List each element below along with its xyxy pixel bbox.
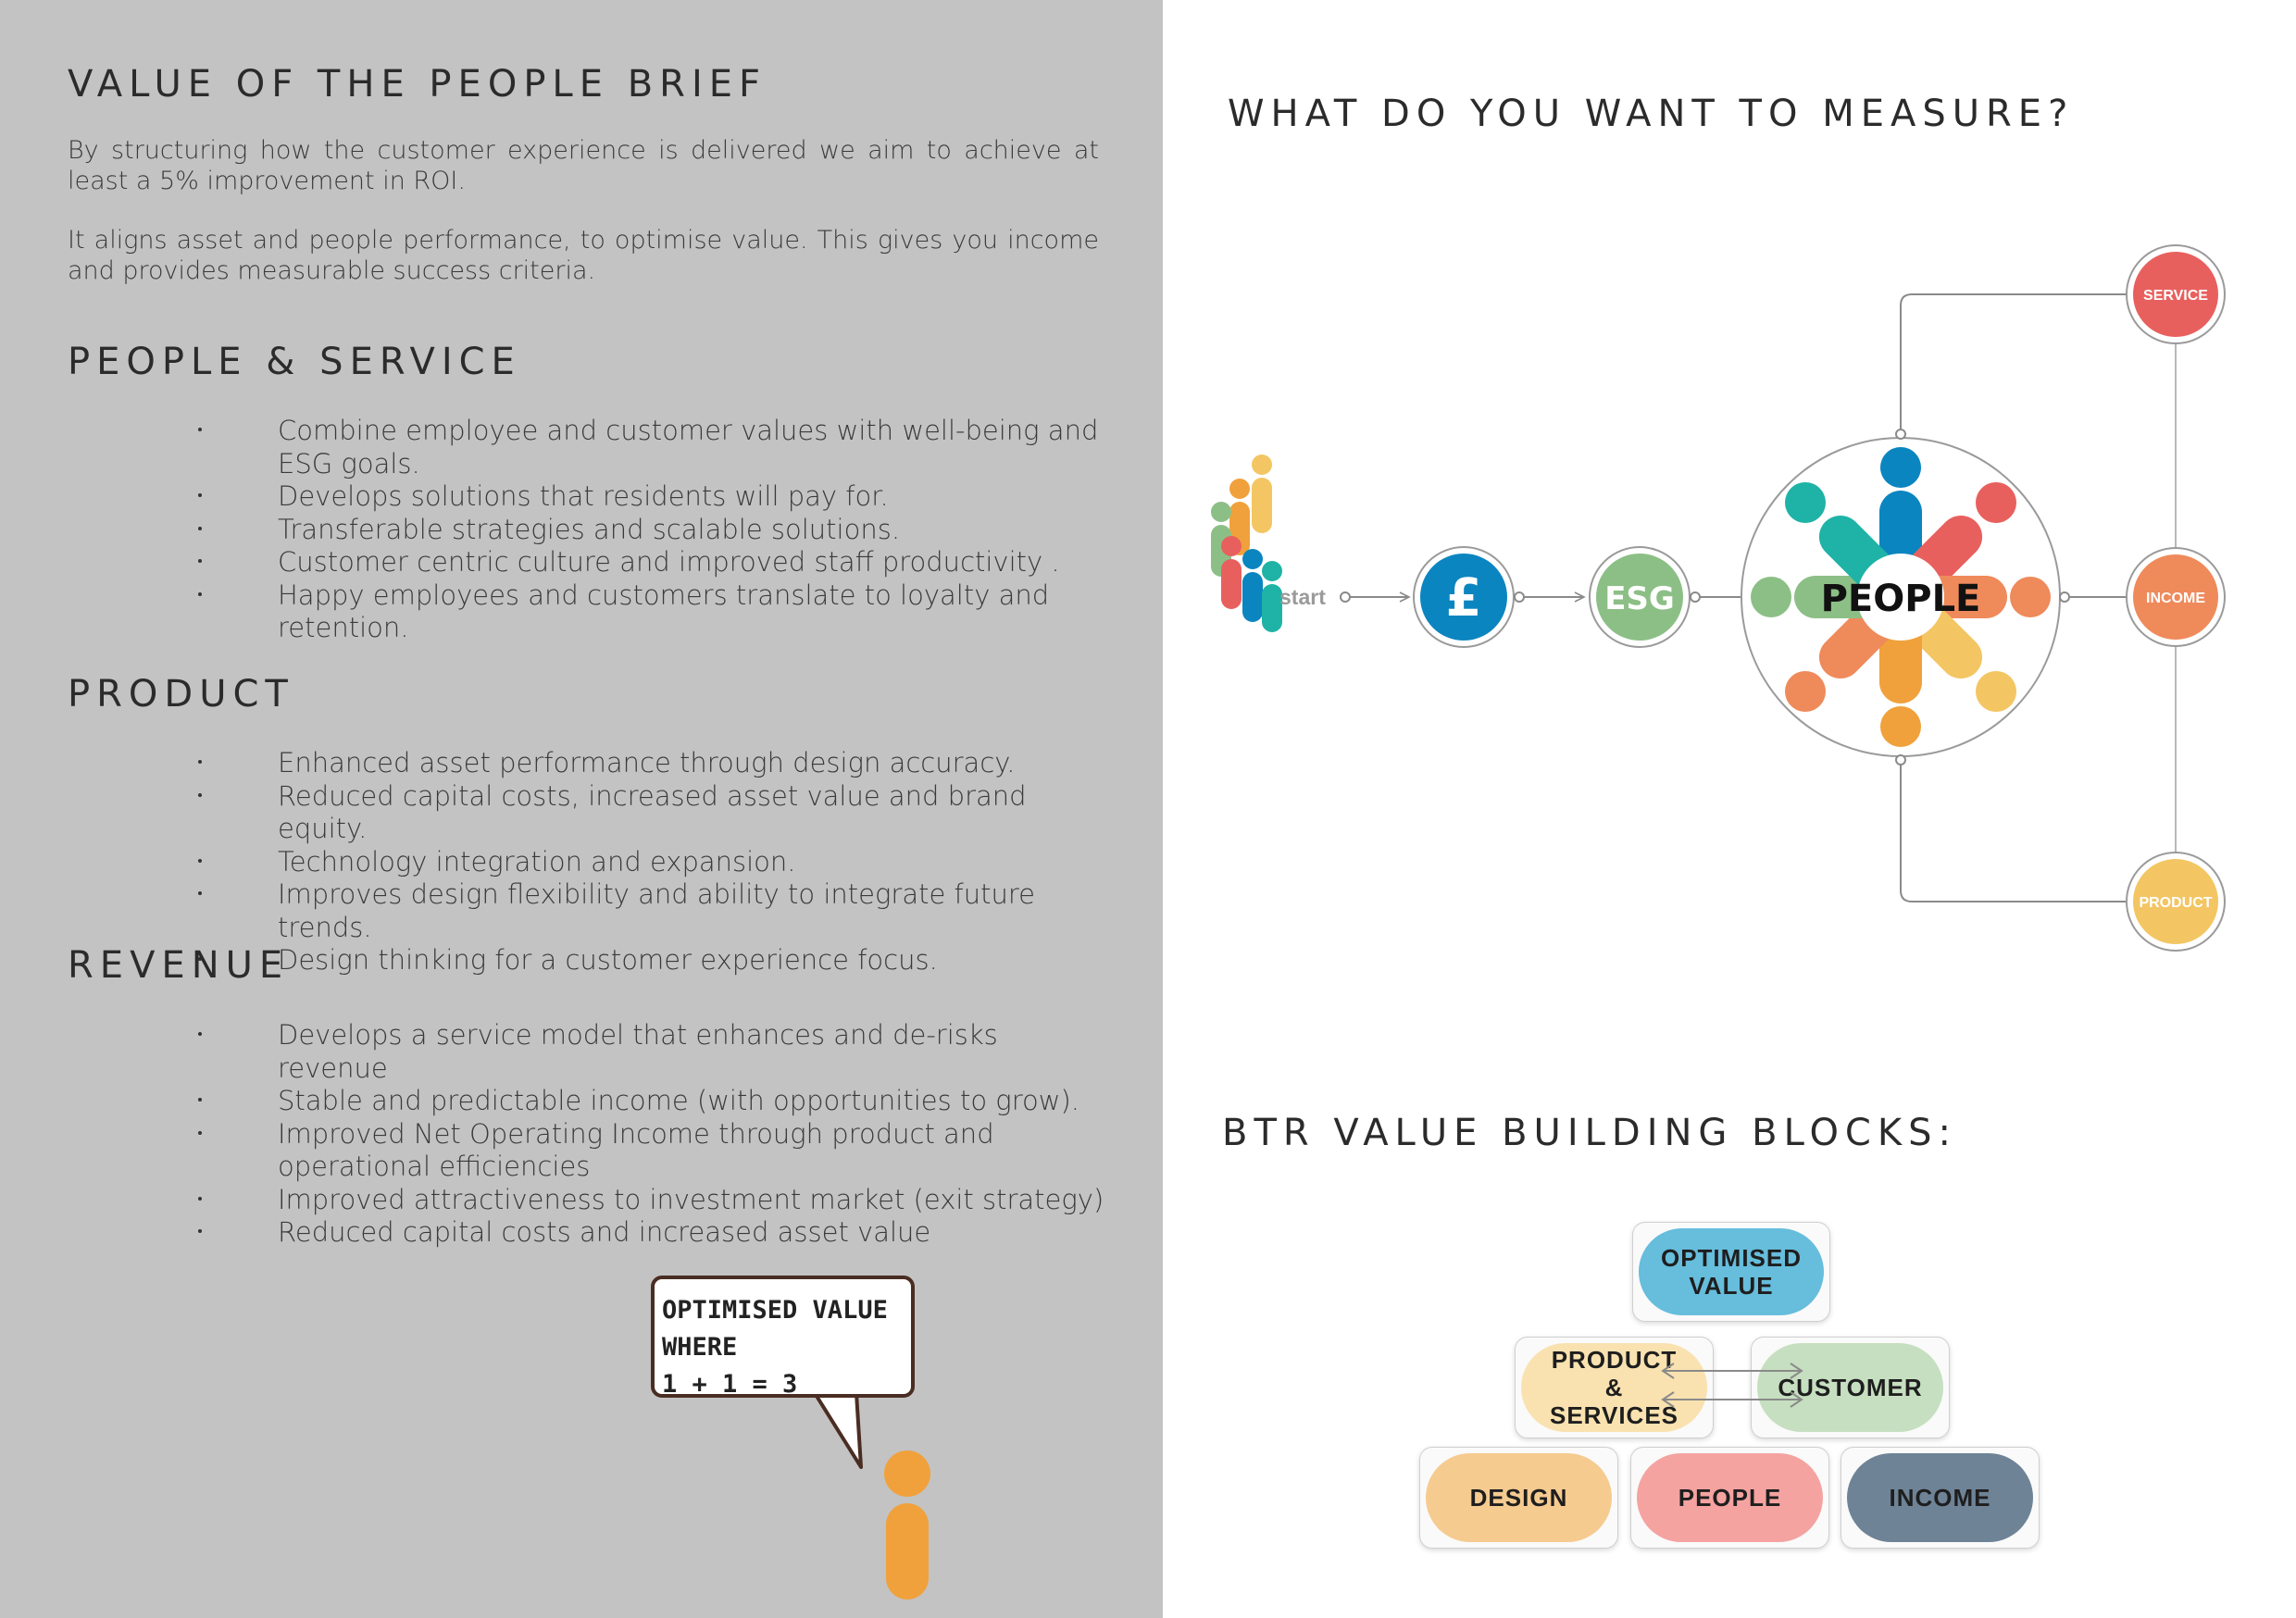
list-item: Enhanced asset performance through desig…: [0, 747, 1148, 780]
people-label: PEOPLE: [1821, 578, 1981, 620]
product-services-label: PRODUCT & SERVICES: [1521, 1343, 1707, 1432]
optimised-value-label: OPTIMISED VALUE: [1639, 1228, 1824, 1315]
list-item: Stable and predictable income (with oppo…: [0, 1085, 1148, 1118]
bullet-icon: [198, 891, 202, 895]
bullet-icon: [198, 1130, 202, 1135]
people-group-icon: [1211, 454, 1282, 632]
people-block-label: PEOPLE: [1637, 1453, 1823, 1542]
block-customer: CUSTOMER: [1751, 1337, 1950, 1438]
bullet-icon: [198, 493, 202, 497]
bullet-icon: [198, 1196, 202, 1201]
service-label: SERVICE: [2143, 288, 2208, 304]
section-heading-revenue: REVENUE: [68, 944, 290, 987]
list-item: Transferable strategies and scalable sol…: [0, 514, 1148, 547]
intro-paragraph-2: It aligns asset and people performance, …: [68, 226, 1099, 285]
bullet-icon: [198, 1098, 202, 1101]
page-title: VALUE OF THE PEOPLE BRIEF: [68, 63, 767, 106]
speech-bubble-tail: [813, 1388, 930, 1599]
blocks-title: BTR VALUE BUILDING BLOCKS:: [1222, 1112, 1957, 1154]
product-icon: [2133, 859, 2218, 944]
bullet-icon: [198, 1229, 202, 1233]
list-item: Customer centric culture and improved st…: [0, 546, 1148, 579]
list-item: Happy employees and customers translate …: [0, 579, 1148, 645]
design-label: DESIGN: [1426, 1453, 1612, 1542]
list-item: Develops a service model that enhances a…: [0, 1019, 1148, 1085]
measure-flow-diagram: start £ ESG: [1211, 244, 2226, 952]
speech-bubble: OPTIMISED VALUE WHERE 1 + 1 = 3: [651, 1276, 915, 1399]
bubble-text: OPTIMISED VALUE WHERE 1 + 1 = 3: [662, 1296, 888, 1399]
start-label: start: [1279, 585, 1326, 609]
esg-icon: [1596, 554, 1683, 641]
list-item: Design thinking for a customer experienc…: [0, 944, 1148, 977]
measure-title: WHAT DO YOU WANT TO MEASURE?: [1228, 93, 2075, 135]
block-product-services: PRODUCT & SERVICES: [1515, 1337, 1714, 1438]
income-block-label: INCOME: [1847, 1453, 2033, 1542]
pound-icon: [1420, 554, 1507, 641]
list-item: Combine employee and customer values wit…: [0, 415, 1148, 480]
person-head-icon: [884, 1450, 930, 1497]
income-label: INCOME: [2146, 591, 2205, 606]
pound-label: £: [1446, 568, 1482, 629]
bullet-icon: [198, 1032, 202, 1036]
product-list: Enhanced asset performance through desig…: [0, 747, 1148, 977]
list-item: Improved attractiveness to investment ma…: [0, 1184, 1148, 1217]
people-service-list: Combine employee and customer values wit…: [0, 415, 1148, 645]
list-item: Reduced capital costs and increased asse…: [0, 1216, 1148, 1250]
block-income: INCOME: [1841, 1447, 2040, 1549]
intro-paragraph-1: By structuring how the customer experien…: [68, 136, 1099, 195]
bullet-icon: [198, 957, 202, 961]
bullet-icon: [198, 792, 202, 797]
left-panel: VALUE OF THE PEOPLE BRIEF By structuring…: [0, 0, 1163, 1618]
bullet-icon: [198, 526, 202, 530]
right-panel: WHAT DO YOU WANT TO MEASURE? start: [1163, 0, 2296, 1618]
block-design: DESIGN: [1419, 1447, 1618, 1549]
revenue-list: Develops a service model that enhances a…: [0, 1019, 1148, 1250]
bullet-icon: [198, 559, 202, 563]
block-optimised-value: OPTIMISED VALUE: [1632, 1222, 1830, 1322]
income-icon: [2133, 554, 2218, 640]
list-item: Develops solutions that residents will p…: [0, 480, 1148, 514]
product-label: PRODUCT: [2139, 895, 2212, 911]
list-item: Improved Net Operating Income through pr…: [0, 1118, 1148, 1184]
section-heading-people-service: PEOPLE & SERVICE: [68, 341, 521, 383]
person-body-icon: [886, 1503, 929, 1599]
list-item: Technology integration and expansion.: [0, 846, 1148, 879]
section-heading-product: PRODUCT: [68, 673, 294, 716]
list-item: Improves design flexibility and ability …: [0, 878, 1148, 944]
service-icon: [2133, 252, 2218, 337]
people-hub-icon: [1751, 447, 2051, 747]
bullet-icon: [198, 591, 202, 596]
block-people: PEOPLE: [1630, 1447, 1829, 1549]
bullet-icon: [198, 428, 202, 431]
bullet-icon: [198, 858, 202, 863]
list-item: Reduced capital costs, increased asset v…: [0, 780, 1148, 846]
customer-label: CUSTOMER: [1757, 1343, 1943, 1432]
bullet-icon: [198, 760, 202, 764]
esg-label: ESG: [1604, 580, 1675, 617]
